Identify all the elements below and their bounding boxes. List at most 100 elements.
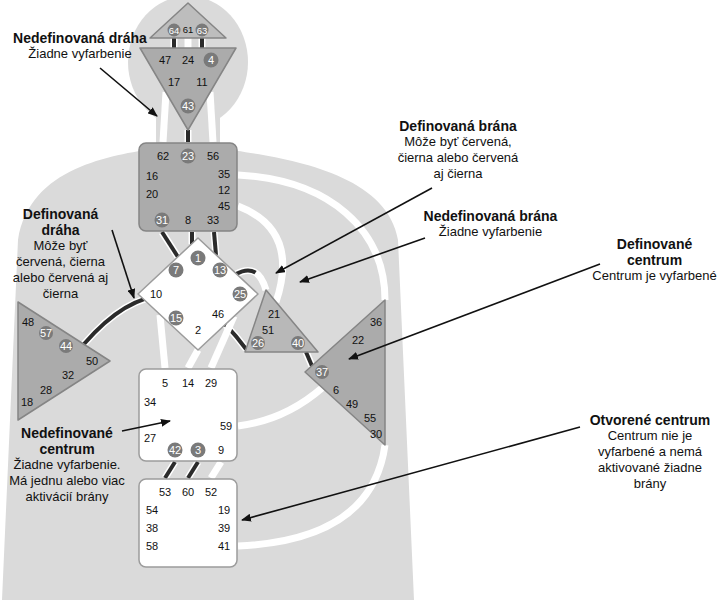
callout-group: Definované centrumCentrum je vyfarbené (592, 236, 717, 284)
channel-connector (202, 38, 203, 48)
channel-defined (188, 462, 198, 478)
channel-connector (238, 445, 385, 546)
gate-number: 7 (169, 263, 184, 278)
gate-number: 53 (159, 487, 171, 498)
gate-number: 60 (182, 487, 194, 498)
channel-defined (214, 232, 216, 255)
channel-connector (160, 315, 165, 368)
channel-band (185, 130, 192, 142)
gate-number: 13 (213, 263, 228, 278)
channel-connector (238, 388, 322, 426)
channel-band (210, 92, 213, 142)
gate-number: 41 (218, 541, 230, 552)
gate-number: 16 (146, 171, 158, 182)
gate-number: 6 (333, 385, 339, 396)
center-shape: 47244171143 (140, 48, 236, 130)
channel-band (162, 232, 178, 257)
gate-number: 30 (370, 429, 382, 440)
gate-number: 40 (291, 336, 305, 350)
gate-number: 17 (168, 77, 180, 88)
gate-number: 51 (262, 325, 274, 336)
gate-number: 49 (346, 399, 358, 410)
channel-defined (186, 130, 190, 142)
gate-number: 64 (168, 24, 181, 37)
channel-connector (306, 352, 312, 366)
channel-connector (192, 232, 193, 244)
channel-connector (163, 92, 166, 142)
channel-defined (172, 38, 176, 48)
gate-number: 36 (370, 317, 382, 328)
gate-number: 32 (62, 370, 74, 381)
callout-heading: Nedefinované centrum (8, 425, 126, 457)
channel-band (211, 462, 221, 478)
gate-number: 1 (191, 251, 206, 266)
gate-number: 48 (22, 317, 34, 328)
callout-text: Centrum nie je vyfarbené a nemá aktivova… (585, 428, 715, 492)
gate-number: 45 (218, 201, 230, 212)
center-shape: 48574450322818 (18, 302, 110, 420)
channel-band (306, 352, 312, 366)
callout-group: Definovaná bránaMôže byť červená, čierna… (393, 118, 523, 182)
gate-number: 11 (196, 77, 207, 88)
center-shape: 21512640 (245, 290, 318, 352)
callout-text: Žiadne vyfarbenie. Má jednu alebo viac a… (8, 457, 126, 505)
center-fill (305, 300, 385, 445)
gate-number: 54 (146, 505, 158, 516)
gate-number: 58 (146, 541, 158, 552)
gate-number: 4 (204, 53, 219, 68)
leader-line (100, 68, 157, 116)
center-fill (138, 238, 258, 350)
channel-band (160, 315, 165, 368)
gate-number: 47 (159, 55, 171, 66)
center-shape: 7113102515246 (138, 238, 258, 350)
callout-text: Žiadne vyfarbenie (398, 224, 583, 240)
center-fill (139, 143, 237, 231)
callout-group: Definovaná dráhaMôže byť červená, čierna… (8, 206, 113, 302)
center-shape: 622356163520124531833 (138, 142, 238, 232)
head-silhouette (128, 0, 248, 128)
channel-band (163, 92, 166, 142)
gate-number: 19 (218, 505, 230, 516)
channel-band (238, 445, 385, 546)
channel-band (171, 38, 178, 48)
center-shape: 3622376495530 (305, 300, 385, 445)
channel-connector (238, 175, 385, 300)
gate-number: 59 (220, 421, 232, 432)
gate-number: 25 (233, 287, 248, 302)
callout-group: Nedefinované centrumŽiadne vyfarbenie. M… (8, 425, 126, 505)
callout-heading: Otvorené centrum (585, 412, 715, 428)
channel-defined (200, 38, 204, 48)
channel-defined (162, 232, 178, 257)
channel-connector (211, 462, 221, 478)
gate-number: 10 (150, 289, 162, 300)
channel-connector (174, 38, 175, 48)
gate-number: 3 (191, 443, 206, 458)
gate-number: 29 (205, 378, 217, 389)
gate-number: 14 (182, 378, 194, 389)
gate-number: 57 (39, 326, 53, 340)
gate-number: 21 (268, 309, 280, 320)
channel-band (185, 38, 192, 48)
center-shape: 536052541938395841 (138, 478, 238, 568)
gate-number: 5 (162, 378, 168, 389)
leader-line (276, 188, 432, 273)
channel-connector (162, 232, 178, 257)
gate-number: 62 (157, 151, 169, 162)
gate-number: 2 (195, 325, 201, 336)
leader-line (242, 427, 580, 520)
gate-number: 28 (40, 385, 52, 396)
gate-number: 63 (196, 24, 209, 37)
callout-group: Nedefinovaná bránaŽiadne vyfarbenie (398, 208, 583, 240)
channel-connector (165, 462, 175, 478)
center-fill (139, 369, 237, 461)
channel-band (238, 175, 385, 300)
callout-heading: Definovaná brána (393, 118, 523, 134)
channel-band (165, 462, 175, 478)
channel-connector (188, 350, 198, 368)
callout-group: Nedefinovaná dráhaŽiadne vyfarbenie (5, 30, 155, 62)
gate-number: 56 (207, 151, 219, 162)
